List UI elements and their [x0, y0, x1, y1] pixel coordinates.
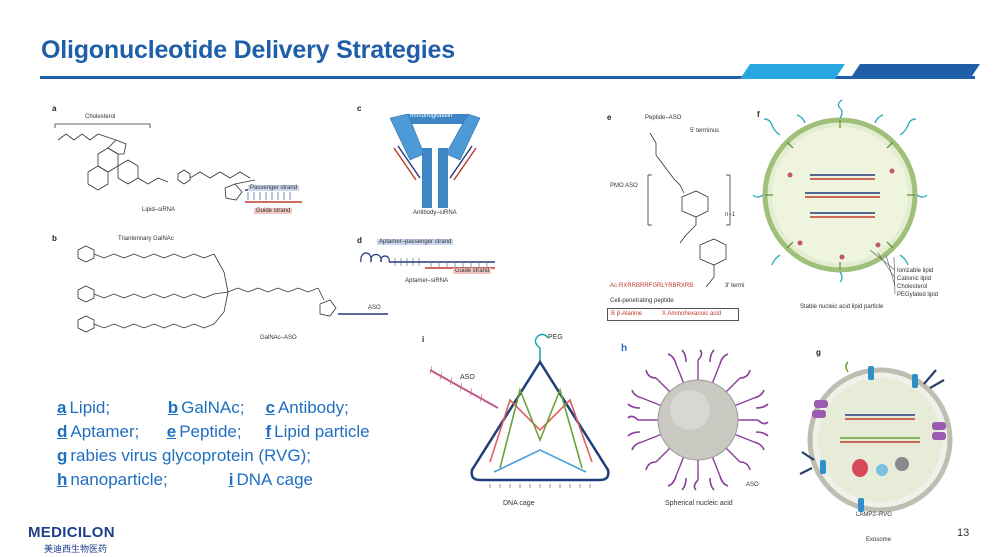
panel-b-aso-label: ASO — [368, 305, 381, 311]
legend-key: e — [166, 422, 177, 441]
panel-e-peptide-seq: Ac-RXRRBRRFGRLYRBRXRB — [610, 283, 694, 289]
panel-h-letter: h — [621, 343, 628, 354]
panel-e-3-terminus: 3′ termi — [725, 283, 745, 289]
panel-e-pmo-structure — [647, 132, 731, 288]
page-number: 13 — [957, 527, 970, 539]
legend-key: g — [57, 446, 68, 465]
legend-text: DNA cage — [236, 470, 314, 489]
legend-key: c — [265, 398, 275, 417]
panel-d-letter: d — [357, 236, 362, 245]
panel-a-letter: a — [52, 104, 57, 113]
panel-e-repeat-n: n−1 — [725, 212, 736, 218]
panel-f-ionizable-label: Ionizable lipid — [897, 268, 934, 274]
panel-a-cholesterol-label: Cholesterol — [85, 114, 116, 120]
panel-e-letter: e — [607, 113, 612, 122]
panel-f-caption: Stable nucleic acid lipid particle — [800, 304, 884, 310]
legend-text: rabies virus glycoprotein (RVG); — [70, 446, 311, 465]
panel-i-aso-label: ASO — [460, 374, 475, 381]
panel-g-letter: g — [816, 348, 821, 357]
panel-g-caption: Exosome — [866, 537, 892, 543]
panel-d-header: Aptamer–passenger strand — [377, 239, 454, 245]
panel-e-key-x: X Aminohexanoic acid — [662, 311, 722, 317]
panel-b-caption: GalNAc–ASO — [260, 335, 297, 341]
panel-a-passenger-label: Passenger strand — [248, 185, 300, 191]
legend-text: Lipid particle — [274, 422, 370, 441]
panel-e-key-box: B β-Alanine X Aminohexanoic acid — [607, 308, 739, 321]
panel-f-letter: f — [757, 110, 760, 119]
legend-text: Antibody; — [277, 398, 349, 417]
panel-b-header: Triantennary GalNAc — [118, 236, 174, 242]
legend-key: d — [57, 422, 68, 441]
panel-i-letter: i — [422, 335, 425, 344]
panel-c-letter: c — [357, 104, 362, 113]
header-divider — [40, 64, 980, 79]
panel-e-header: Peptide–ASO — [645, 115, 682, 121]
legend-text: GalNAc; — [181, 398, 245, 417]
legend-text: nanoparticle; — [70, 470, 168, 489]
panel-i-peg-label: PEG — [548, 334, 563, 341]
panel-h-aso-label: ASO — [746, 482, 759, 488]
legend-key: h — [57, 470, 68, 489]
panel-i-caption: DNA cage — [503, 500, 535, 507]
panel-i-dna-cage — [429, 333, 610, 488]
panel-c-caption: Antibody–siRNA — [413, 210, 457, 216]
panel-c-antibody-diagram — [389, 113, 481, 208]
panel-a-structure — [54, 123, 302, 203]
panel-a-guide-label: Guide strand — [254, 208, 293, 214]
panel-d-caption: Aptamer–siRNA — [405, 278, 449, 284]
legend-key: a — [57, 398, 67, 417]
company-logo-subtitle: 美迪西生物医药 — [44, 544, 108, 554]
company-logo: MEDICILON — [28, 524, 115, 541]
legend-key: b — [167, 398, 179, 417]
panel-e-key-beta: B β-Alanine — [611, 311, 643, 317]
legend-text: Peptide; — [179, 422, 242, 441]
panel-e-5-terminus: 5′ terminus — [690, 128, 720, 134]
panel-g-exosome — [799, 361, 953, 513]
legend-key: i — [228, 470, 234, 489]
panel-g-lamp-label: LAMP2–RVG — [856, 512, 892, 518]
panel-f-cationic-label: Cationic lipid — [897, 276, 932, 282]
panel-d-guide-label: Guide strand — [453, 268, 492, 274]
panel-a-caption: Lipid–siRNA — [142, 207, 176, 213]
legend-text: Aptamer; — [70, 422, 140, 441]
page-title: Oligonucleotide Delivery Strategies — [41, 36, 455, 64]
panel-e-cpp-label: Cell-penetrating peptide — [610, 298, 674, 304]
panel-f-lipid-particle — [752, 99, 928, 295]
panel-f-cholesterol-label: Cholesterol — [897, 284, 928, 290]
panel-h-caption: Spherical nucleic acid — [665, 500, 733, 507]
panel-e-pmo-label: PMO ASO — [610, 183, 638, 189]
panel-b-structure — [77, 245, 388, 333]
panel-b-letter: b — [52, 234, 57, 243]
legend-text: Lipid; — [69, 398, 111, 417]
panel-h-spherical-nucleic-acid — [627, 349, 769, 491]
panel-f-pegylated-label: PEGylated lipid — [897, 292, 939, 298]
legend-key: f — [265, 422, 272, 441]
panel-c-header: Immunoglobulin — [410, 113, 453, 119]
